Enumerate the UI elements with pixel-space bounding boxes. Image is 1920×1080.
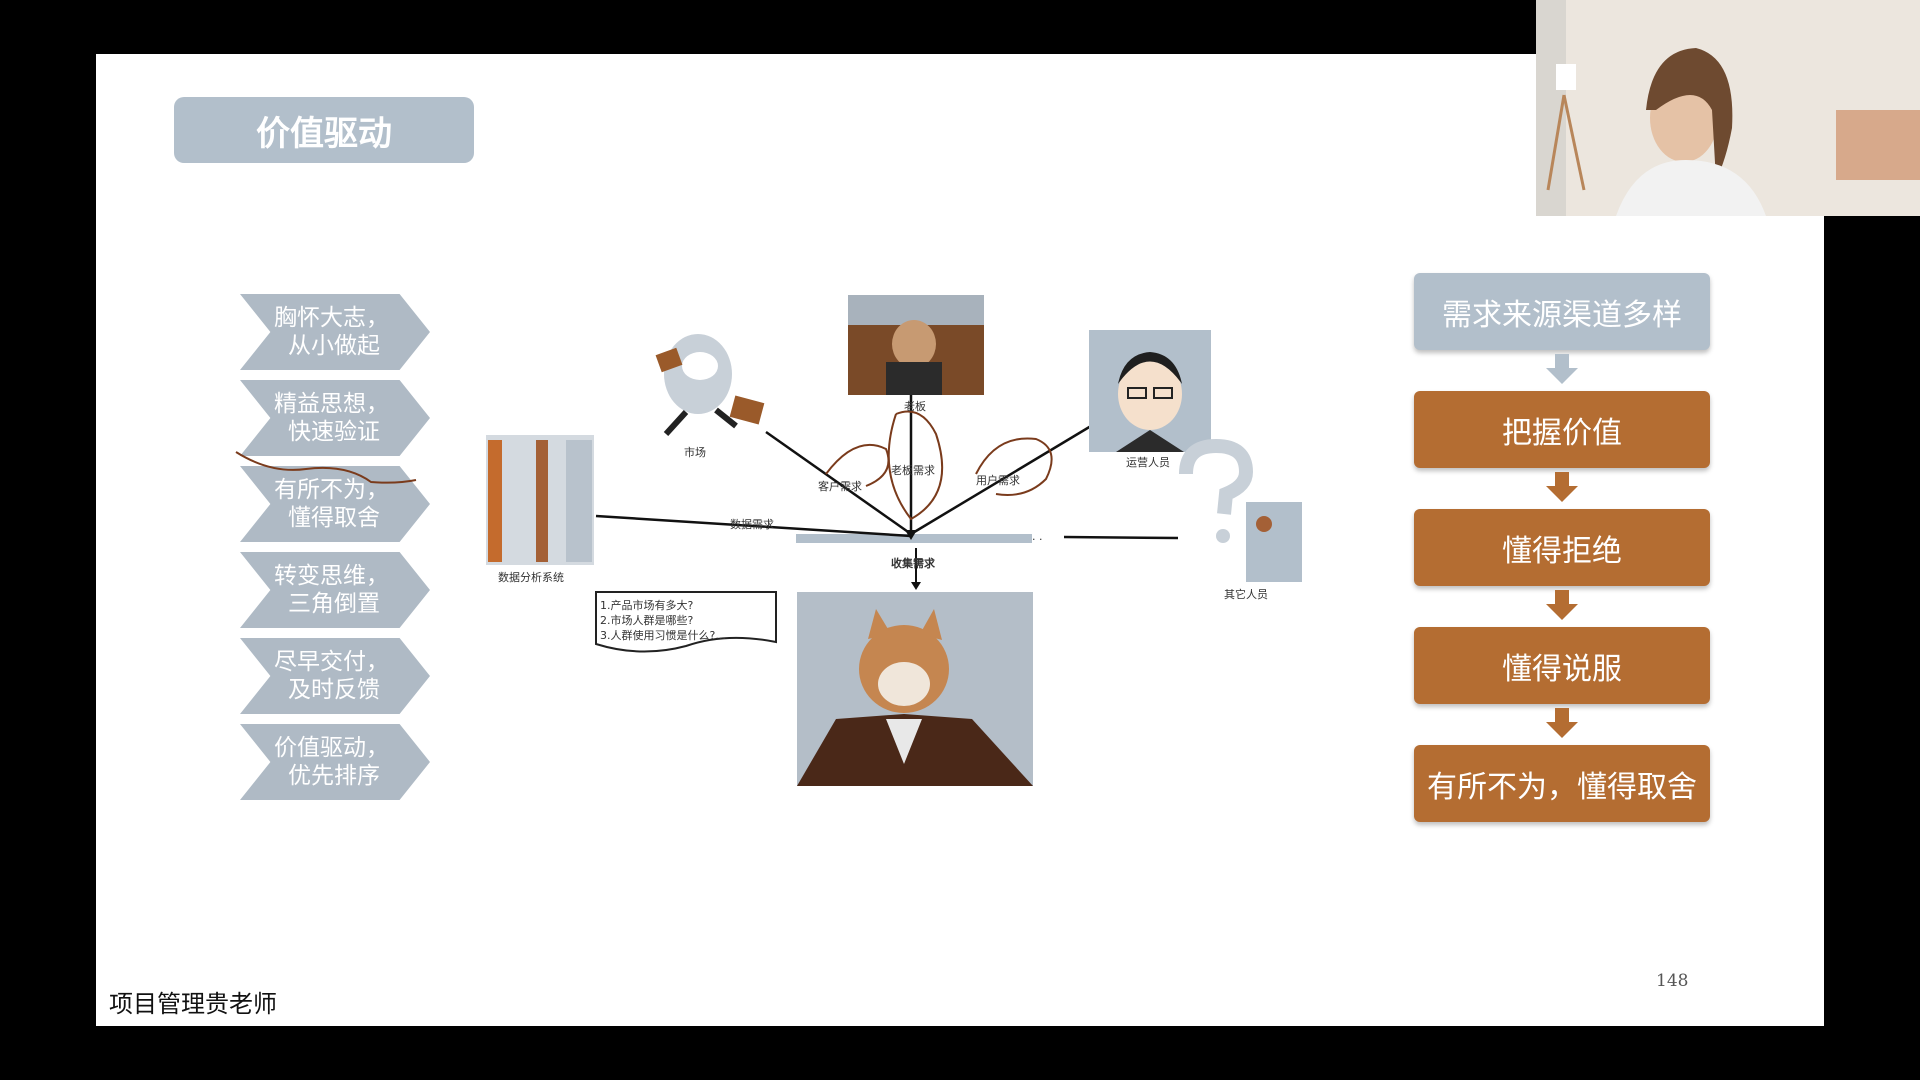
question-note (595, 591, 777, 653)
principle-line1: 精益思想， (274, 391, 389, 417)
principle-line2: 懂得取舍 (288, 505, 380, 531)
diagram-canvas: · · 客户需求 老板需求 用户需求 数据需求 收集需求 市场 (235, 295, 1302, 786)
edge-data (595, 514, 912, 538)
principle-line2: 从小做起 (288, 333, 380, 359)
flow-step-value: 把握价值 (1414, 391, 1710, 468)
flow-step-sources: 需求来源渠道多样 (1414, 273, 1710, 350)
principle-chevron: 胸怀大志， 从小做起 (240, 294, 430, 370)
arrow-down-icon (1546, 354, 1578, 384)
webcam-video (1536, 0, 1920, 216)
annotation-stroke (887, 410, 944, 521)
data-system-illustration (486, 435, 594, 565)
principle-chevron: 精益思想， 快速验证 (240, 380, 430, 456)
principle-chevron: 有所不为， 懂得取舍 (240, 466, 430, 542)
market-illustration (655, 334, 765, 437)
other-illustration (1179, 438, 1302, 582)
page-number: 148 (1656, 971, 1689, 991)
flow-step-persuade: 懂得说服 (1414, 627, 1710, 704)
flow-step-tradeoff: 有所不为，懂得取舍 (1414, 745, 1710, 822)
slide: 价值驱动 胸怀大志， 从小做起 精益思想， 快速验证 有所不为， 懂得取舍 转变… (96, 54, 1824, 1026)
edge-user (910, 424, 1092, 536)
arrow-down-icon (1546, 590, 1578, 620)
collect-label: 收集需求 (891, 556, 936, 570)
arrow-down-icon (1546, 472, 1578, 502)
node-label-data-system: 数据分析系统 (498, 570, 564, 584)
node-label-ops: 运营人员 (1126, 455, 1170, 469)
question-3: 3.人群使用习惯是什么?... (600, 628, 726, 642)
edge-label-data: 数据需求 (730, 517, 774, 531)
principle-line2: 三角倒置 (288, 591, 380, 617)
node-label-boss: 老板 (904, 399, 926, 413)
boss-photo (848, 295, 984, 395)
edge-customer (765, 430, 912, 536)
principle-line1: 尽早交付， (274, 649, 389, 675)
collect-bar (796, 534, 1032, 543)
edge-label-boss: 老板需求 (891, 463, 935, 477)
principle-chevron: 尽早交付， 及时反馈 (240, 638, 430, 714)
principle-line1: 价值驱动， (274, 735, 389, 761)
slide-title: 价值驱动 (174, 97, 474, 163)
principle-line1: 转变思维， (274, 563, 389, 589)
question-1: 1.产品市场有多大? (600, 598, 693, 612)
webcam-frame (1536, 0, 1920, 216)
edge-label-user: 用户需求 (976, 473, 1020, 487)
annotation-stroke (235, 451, 417, 484)
annotation-stroke (975, 437, 1053, 496)
principle-line1: 胸怀大志， (274, 305, 389, 331)
edge-other (1063, 535, 1179, 540)
principle-line2: 及时反馈 (288, 677, 380, 703)
principle-chevron: 转变思维， 三角倒置 (240, 552, 430, 628)
principle-line2: 快速验证 (288, 419, 380, 445)
principle-line2: 优先排序 (288, 763, 380, 789)
dog-photo (797, 592, 1033, 786)
question-2: 2.市场人群是哪些? (600, 613, 693, 627)
node-label-other: 其它人员 (1224, 587, 1268, 601)
ops-illustration (1089, 330, 1211, 452)
arrowhead (911, 582, 921, 590)
annotation-stroke (825, 444, 890, 487)
presenter-name: 项目管理贵老师 (109, 990, 277, 1018)
node-label-market: 市场 (684, 445, 706, 459)
flow-step-refuse: 懂得拒绝 (1414, 509, 1710, 586)
arrowhead (905, 530, 917, 540)
ellipsis-mark: · · (1032, 533, 1043, 546)
principle-chevron: 价值驱动， 优先排序 (240, 724, 430, 800)
arrow-down-icon (1546, 708, 1578, 738)
edge-label-customer: 客户需求 (818, 479, 862, 493)
